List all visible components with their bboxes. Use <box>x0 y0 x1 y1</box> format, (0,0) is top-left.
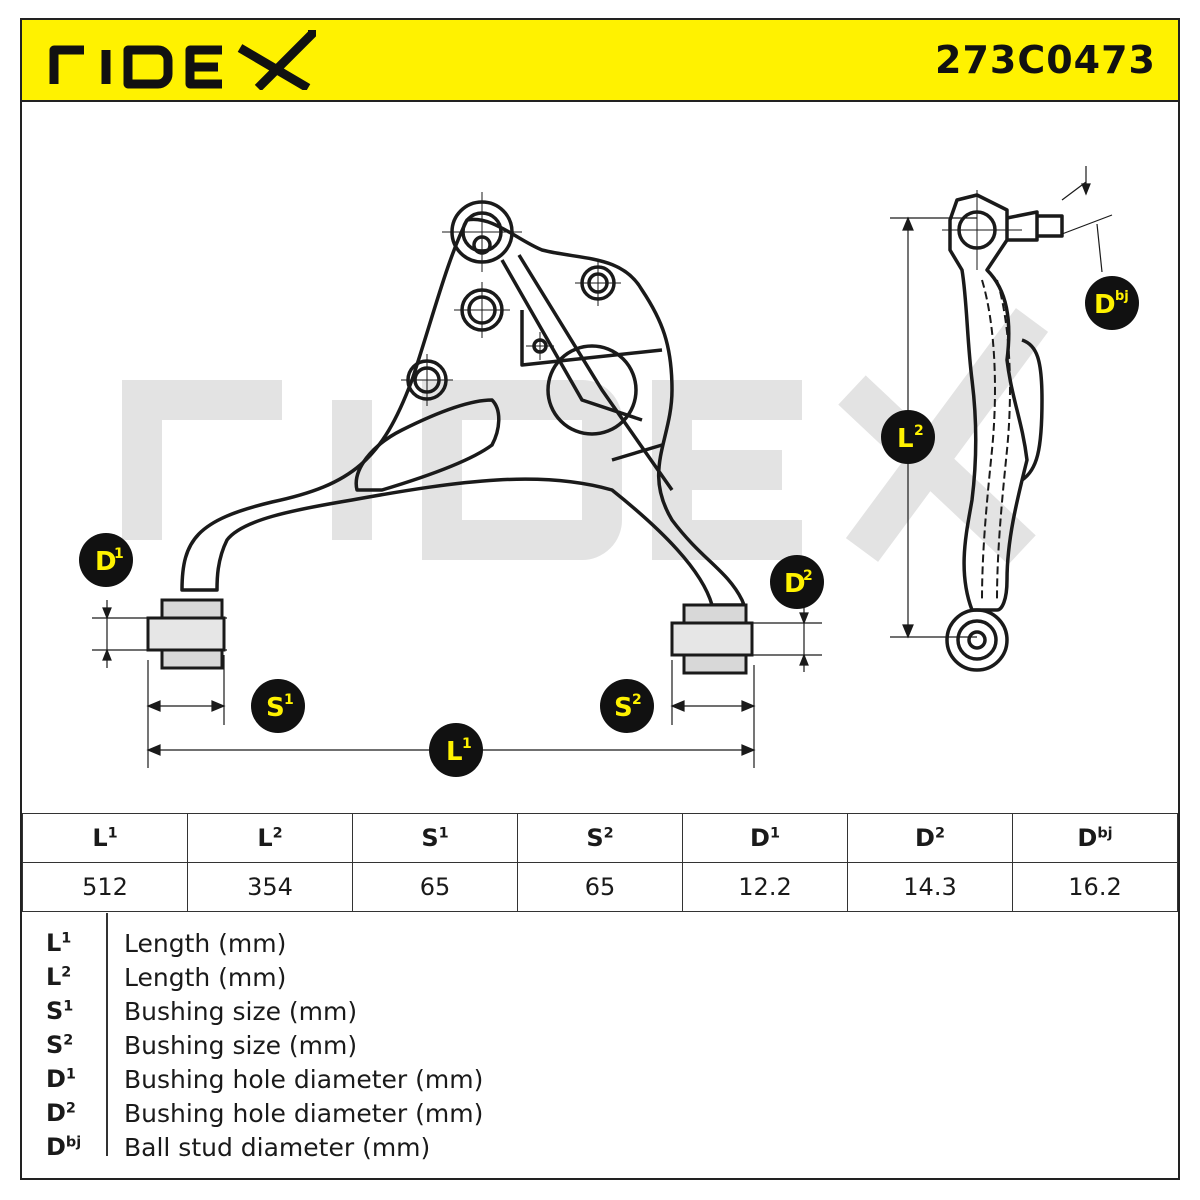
badge-l1: L 1 <box>429 723 483 777</box>
legend-symbol: S1 <box>46 997 74 1025</box>
badge-s2-sup: 2 <box>632 692 642 708</box>
header-dbj: Dbj <box>1012 813 1178 863</box>
left-bushing <box>146 598 226 670</box>
spec-table: L1 L2 S1 S2 D1 D2 Dbj 512 354 65 65 12.2… <box>22 813 1178 912</box>
legend-description: Length (mm) <box>124 929 287 958</box>
header-s2: S2 <box>517 813 683 863</box>
badge-d2: D 2 <box>770 555 824 609</box>
legend-item: D1 Bushing hole diameter (mm) <box>22 1065 1178 1099</box>
badge-l2: L 2 <box>881 410 935 464</box>
legend-item: S1 Bushing size (mm) <box>22 997 1178 1031</box>
dimension-diagram: D 1 D 2 S 1 S 2 L 1 L 2 D <box>79 166 1139 777</box>
arm-side-view <box>945 193 1064 672</box>
legend-description: Length (mm) <box>124 963 287 992</box>
legend-symbol: L1 <box>46 929 72 957</box>
legend-symbol: D2 <box>46 1099 76 1127</box>
legend-divider <box>106 913 108 1156</box>
legend-symbol: D1 <box>46 1065 76 1093</box>
badge-l1-label: L <box>446 737 463 767</box>
spec-sheet: 273C0473 <box>20 18 1180 1180</box>
right-bushing <box>670 603 754 675</box>
legend-description: Ball stud diameter (mm) <box>124 1133 431 1162</box>
badge-s1-label: S <box>266 693 285 723</box>
legend-item: D2 Bushing hole diameter (mm) <box>22 1099 1178 1133</box>
legend-description: Bushing size (mm) <box>124 997 358 1026</box>
badge-s1-sup: 1 <box>284 692 294 708</box>
legend-item: L1 Length (mm) <box>22 929 1178 963</box>
badge-d2-label: D <box>784 569 806 599</box>
value-d2: 14.3 <box>847 862 1013 912</box>
legend-description: Bushing hole diameter (mm) <box>124 1065 484 1094</box>
badge-dbj-sup: bj <box>1115 289 1129 304</box>
value-dbj: 16.2 <box>1012 862 1178 912</box>
badge-s2: S 2 <box>600 679 654 733</box>
legend-item: L2 Length (mm) <box>22 963 1178 997</box>
value-s2: 65 <box>517 862 683 912</box>
spec-table-header-row: L1 L2 S1 S2 D1 D2 Dbj <box>22 813 1178 863</box>
legend-symbol: L2 <box>46 963 72 991</box>
value-s1: 65 <box>352 862 518 912</box>
badge-d1: D 1 <box>79 533 133 587</box>
badge-s1: S 1 <box>251 679 305 733</box>
value-d1: 12.2 <box>682 862 848 912</box>
legend-description: Bushing size (mm) <box>124 1031 358 1060</box>
badge-d1-label: D <box>95 547 117 577</box>
badge-s2-label: S <box>614 693 633 723</box>
value-l2: 354 <box>187 862 353 912</box>
header-d1: D1 <box>682 813 848 863</box>
spec-table-value-row: 512 354 65 65 12.2 14.3 16.2 <box>22 862 1178 912</box>
badge-dbj: D bj <box>1085 276 1139 330</box>
badge-dbj-label: D <box>1094 290 1116 320</box>
badge-l1-sup: 1 <box>462 736 472 752</box>
badge-d2-sup: 2 <box>803 568 813 584</box>
header-bar: 273C0473 <box>22 20 1178 102</box>
legend-symbol: Dbj <box>46 1133 82 1161</box>
legend-item: Dbj Ball stud diameter (mm) <box>22 1133 1178 1167</box>
header-s1: S1 <box>352 813 518 863</box>
legend-description: Bushing hole diameter (mm) <box>124 1099 484 1128</box>
legend-item: S2 Bushing size (mm) <box>22 1031 1178 1065</box>
part-number: 273C0473 <box>935 38 1156 82</box>
header-d2: D2 <box>847 813 1013 863</box>
brand-logo <box>49 30 316 90</box>
value-l1: 512 <box>22 862 188 912</box>
badge-d1-sup: 1 <box>114 546 124 562</box>
ball-stud-center-line <box>942 190 1022 270</box>
badge-l2-sup: 2 <box>914 423 924 439</box>
center-lines <box>401 192 621 406</box>
ridex-watermark <box>122 308 1049 565</box>
legend-symbol: S2 <box>46 1031 74 1059</box>
dimension-lines <box>92 166 1113 768</box>
badge-l2-label: L <box>897 424 914 454</box>
header-l2: L2 <box>187 813 353 863</box>
header-l1: L1 <box>22 813 188 863</box>
